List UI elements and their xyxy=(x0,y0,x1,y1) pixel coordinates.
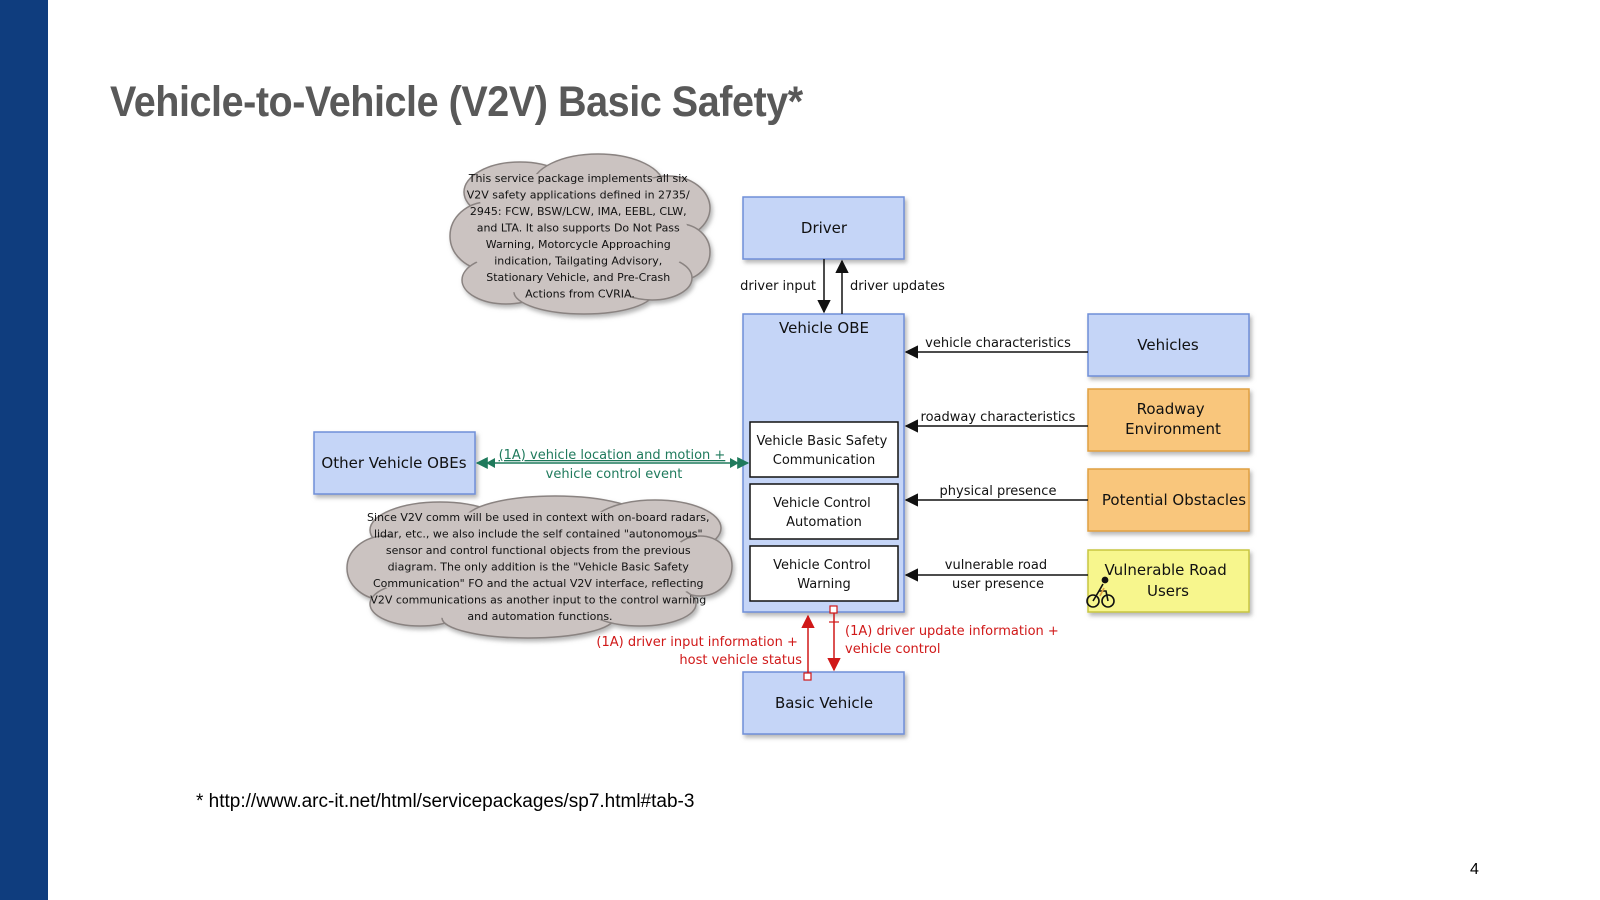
flow-v2v: (1A) vehicle location and motion + vehic… xyxy=(475,448,750,482)
vehicles-label: Vehicles xyxy=(1137,336,1199,354)
flow-vru-presence: vulnerable road user presence xyxy=(904,558,1088,592)
roadway-label: Roadway Environment xyxy=(1125,400,1221,438)
side-accent-bar xyxy=(0,0,48,900)
top-note-text: This service package implements all six … xyxy=(467,172,694,301)
bottom-note-text: Since V2V comm will be used in context w… xyxy=(367,511,713,623)
flow-driver-update-info: (1A) driver update information + vehicle… xyxy=(827,605,1063,672)
basic-vehicle-label: Basic Vehicle xyxy=(775,694,873,712)
vru-box: Vulnerable Road Users xyxy=(1086,549,1250,613)
flow-v2v-label: (1A) vehicle location and motion + vehic… xyxy=(499,448,730,482)
flow-vehicle-characteristics-label: vehicle characteristics xyxy=(925,336,1071,351)
slide-title: Vehicle-to-Vehicle (V2V) Basic Safety* xyxy=(110,78,803,126)
flow-driver-updates: driver updates xyxy=(835,259,945,314)
flow-vehicle-characteristics: vehicle characteristics xyxy=(904,336,1088,359)
flow-roadway-characteristics-label: roadway characteristics xyxy=(921,410,1076,425)
vehicle-obe-label: Vehicle OBE xyxy=(779,319,869,337)
flow-vru-presence-label: vulnerable road user presence xyxy=(945,558,1051,592)
flow-physical-presence: physical presence xyxy=(904,484,1088,507)
obstacles-box: Potential Obstacles xyxy=(1087,468,1250,532)
roadway-box: Roadway Environment xyxy=(1087,388,1250,452)
vcw-label: Vehicle Control Warning xyxy=(773,558,875,592)
obstacles-label: Potential Obstacles xyxy=(1102,491,1246,509)
bottom-note-cloud: Since V2V comm will be used in context w… xyxy=(346,495,733,639)
flow-driver-updates-label: driver updates xyxy=(850,279,945,294)
driver-label: Driver xyxy=(801,219,848,237)
flow-driver-input-info-label: (1A) driver input information + host veh… xyxy=(596,635,802,668)
other-obes-box: Other Vehicle OBEs xyxy=(313,431,476,495)
other-obes-label: Other Vehicle OBEs xyxy=(321,454,466,472)
vbsc-label: Vehicle Basic Safety Communication xyxy=(757,434,892,468)
vca-label: Vehicle Control Automation xyxy=(773,496,875,530)
vehicles-box: Vehicles xyxy=(1087,313,1250,377)
page-number: 4 xyxy=(1470,861,1479,878)
flow-driver-input-info: (1A) driver input information + host veh… xyxy=(596,614,815,681)
vcw-box: Vehicle Control Warning xyxy=(749,545,899,602)
flow-driver-input-label: driver input xyxy=(740,279,816,294)
flow-driver-input: driver input xyxy=(740,259,831,314)
flow-driver-update-info-label: (1A) driver update information + vehicle… xyxy=(845,624,1063,657)
flow-physical-presence-label: physical presence xyxy=(940,484,1057,499)
top-note-cloud: This service package implements all six … xyxy=(449,153,711,315)
flow-roadway-characteristics: roadway characteristics xyxy=(904,410,1088,433)
footnote-source-link: * http://www.arc-it.net/html/servicepack… xyxy=(196,791,695,812)
basic-vehicle-box: Basic Vehicle xyxy=(742,671,905,735)
vbsc-box: Vehicle Basic Safety Communication xyxy=(749,421,899,478)
vru-label: Vulnerable Road Users xyxy=(1104,561,1231,600)
cyclist-icon xyxy=(1086,576,1115,608)
driver-box: Driver xyxy=(742,196,905,260)
vca-box: Vehicle Control Automation xyxy=(749,483,899,540)
